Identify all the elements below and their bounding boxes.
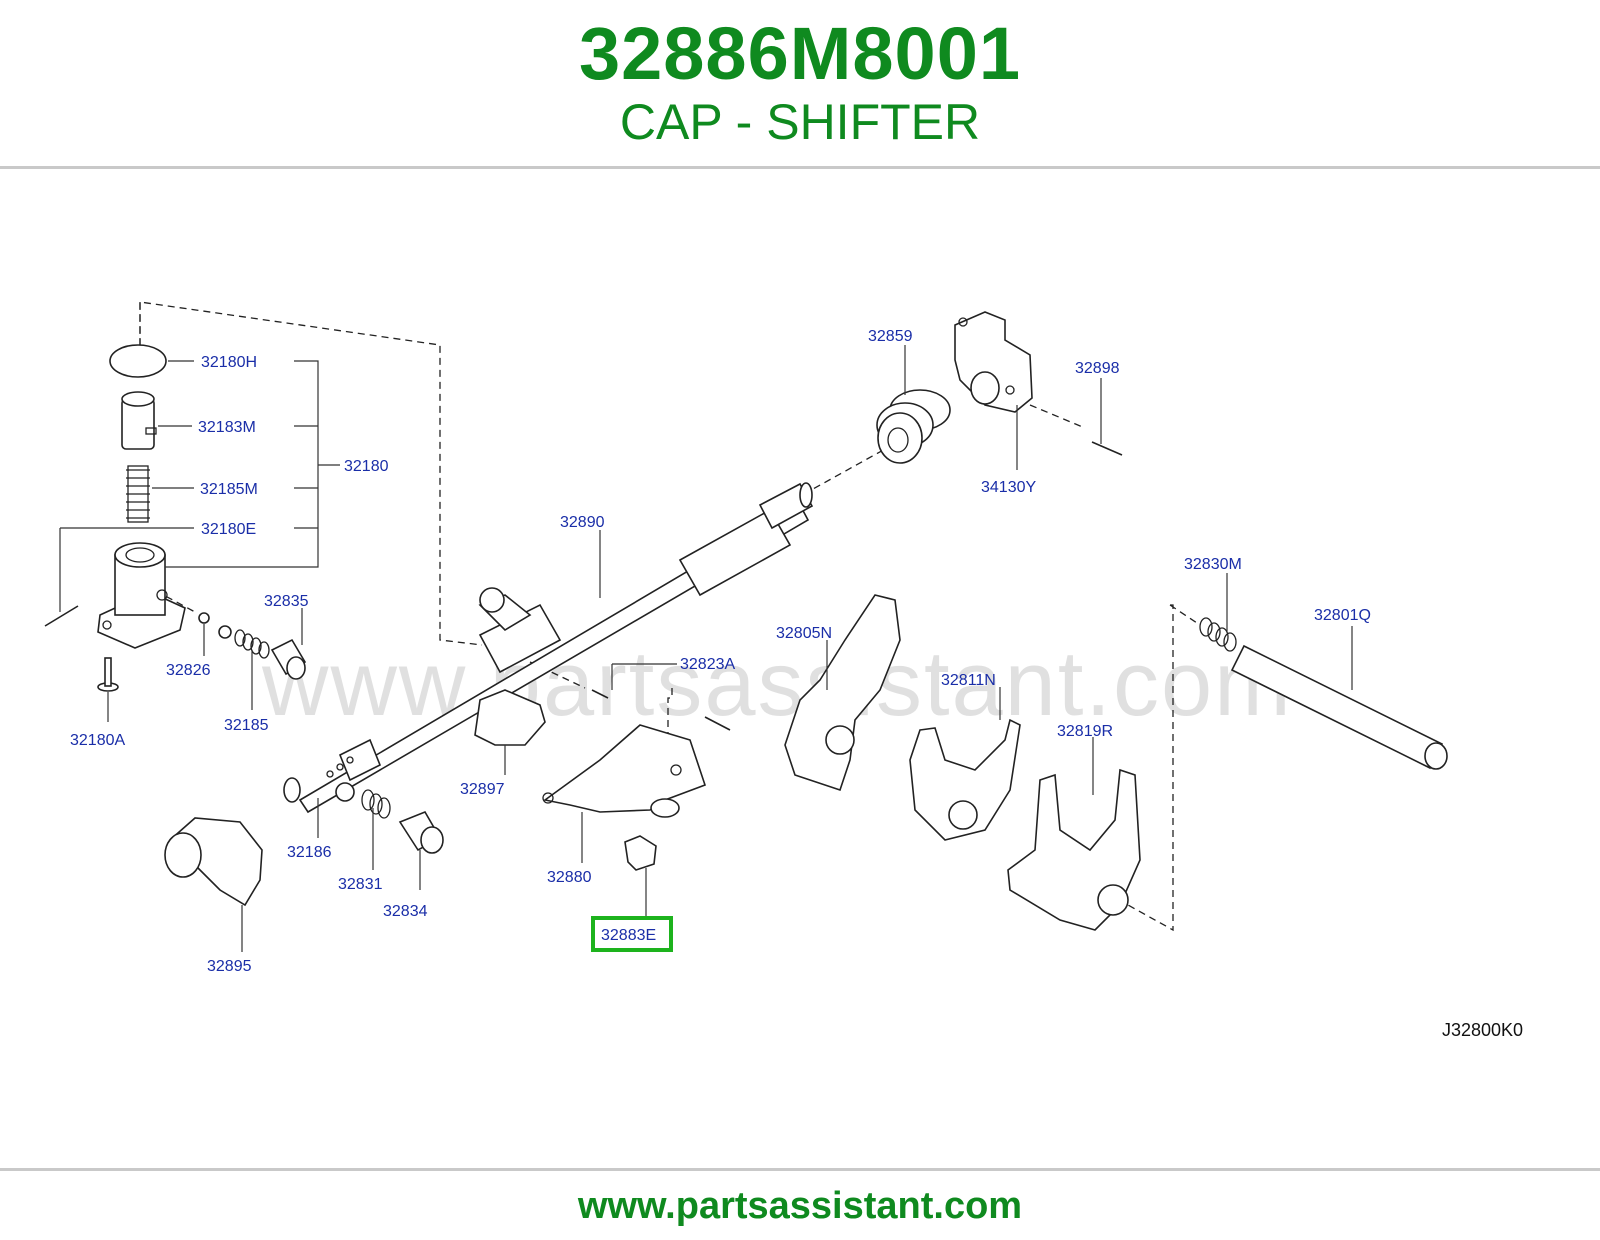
fork-rod-part (1230, 644, 1448, 770)
pin-part-2 (591, 689, 609, 699)
callout-labels: 32180H 32183M 32180 32185M 32180E 32835 … (70, 328, 1371, 975)
label-32834[interactable]: 32834 (383, 903, 428, 920)
label-32180A[interactable]: 32180A (70, 732, 125, 749)
roll-pin-part (1091, 441, 1123, 456)
label-32826[interactable]: 32826 (166, 662, 211, 679)
label-32880[interactable]: 32880 (547, 869, 592, 886)
label-32186[interactable]: 32186 (287, 844, 332, 861)
shifter-shaft (283, 482, 814, 814)
watermark-text: www.partsassistant.com (261, 633, 1293, 735)
label-32819R[interactable]: 32819R (1057, 723, 1113, 740)
plunger-part (121, 391, 157, 450)
spring-part-3 (361, 789, 391, 819)
label-32185M[interactable]: 32185M (200, 481, 258, 498)
shift-fork-3 (1007, 768, 1141, 931)
header: 32886M8001 CAP - SHIFTER (0, 0, 1600, 168)
label-34130Y[interactable]: 34130Y (981, 479, 1036, 496)
pin-part (44, 605, 79, 627)
label-32895[interactable]: 32895 (207, 958, 252, 975)
plug-part-2 (398, 810, 444, 854)
shifter-cap-part (624, 835, 657, 871)
spring-part-right (1199, 617, 1237, 652)
bolt-part-2 (704, 716, 731, 731)
spring-part-upper (126, 465, 150, 523)
label-32831[interactable]: 32831 (338, 876, 383, 893)
bolt-part (97, 657, 119, 692)
ball-part-2 (218, 625, 232, 639)
label-32183M[interactable]: 32183M (198, 419, 256, 436)
shift-arm-part (164, 817, 263, 907)
ball-part-3 (335, 782, 355, 802)
footer-url[interactable]: www.partsassistant.com (577, 1185, 1023, 1227)
part-name-subtitle: CAP - SHIFTER (619, 94, 981, 150)
striking-guide-housing (97, 542, 186, 649)
label-32801Q[interactable]: 32801Q (1314, 607, 1371, 624)
label-32859[interactable]: 32859 (868, 328, 913, 345)
label-32890[interactable]: 32890 (560, 514, 605, 531)
ball-part (198, 612, 210, 624)
label-32805N[interactable]: 32805N (776, 625, 832, 642)
part-number-title: 32886M8001 (578, 12, 1022, 95)
bushing-part (876, 389, 951, 464)
diagram-code: J32800K0 (1442, 1020, 1523, 1040)
label-32811N[interactable]: 32811N (941, 672, 996, 689)
bottom-divider (0, 1168, 1600, 1171)
label-32185[interactable]: 32185 (224, 717, 269, 734)
shift-fork-2 (909, 718, 1021, 841)
selector-lever-part (474, 689, 546, 746)
label-32898[interactable]: 32898 (1075, 360, 1120, 377)
interlock-plate-part (542, 724, 707, 818)
label-32830M[interactable]: 32830M (1184, 556, 1242, 573)
oring-part (109, 344, 167, 378)
label-32180E[interactable]: 32180E (201, 521, 256, 538)
bracket-part (954, 311, 1033, 413)
top-divider (0, 166, 1600, 169)
label-32180H[interactable]: 32180H (201, 354, 257, 371)
highlight-box (591, 916, 673, 952)
label-32823A[interactable]: 32823A (680, 656, 735, 673)
plug-part (270, 638, 307, 680)
spring-part-lower (234, 629, 270, 659)
label-32883E[interactable]: 32883E (601, 927, 656, 944)
leader-lines (59, 345, 1353, 952)
label-32835[interactable]: 32835 (264, 593, 309, 610)
shift-fork-1 (784, 594, 901, 792)
label-32180[interactable]: 32180 (344, 458, 389, 475)
label-32897[interactable]: 32897 (460, 781, 505, 798)
